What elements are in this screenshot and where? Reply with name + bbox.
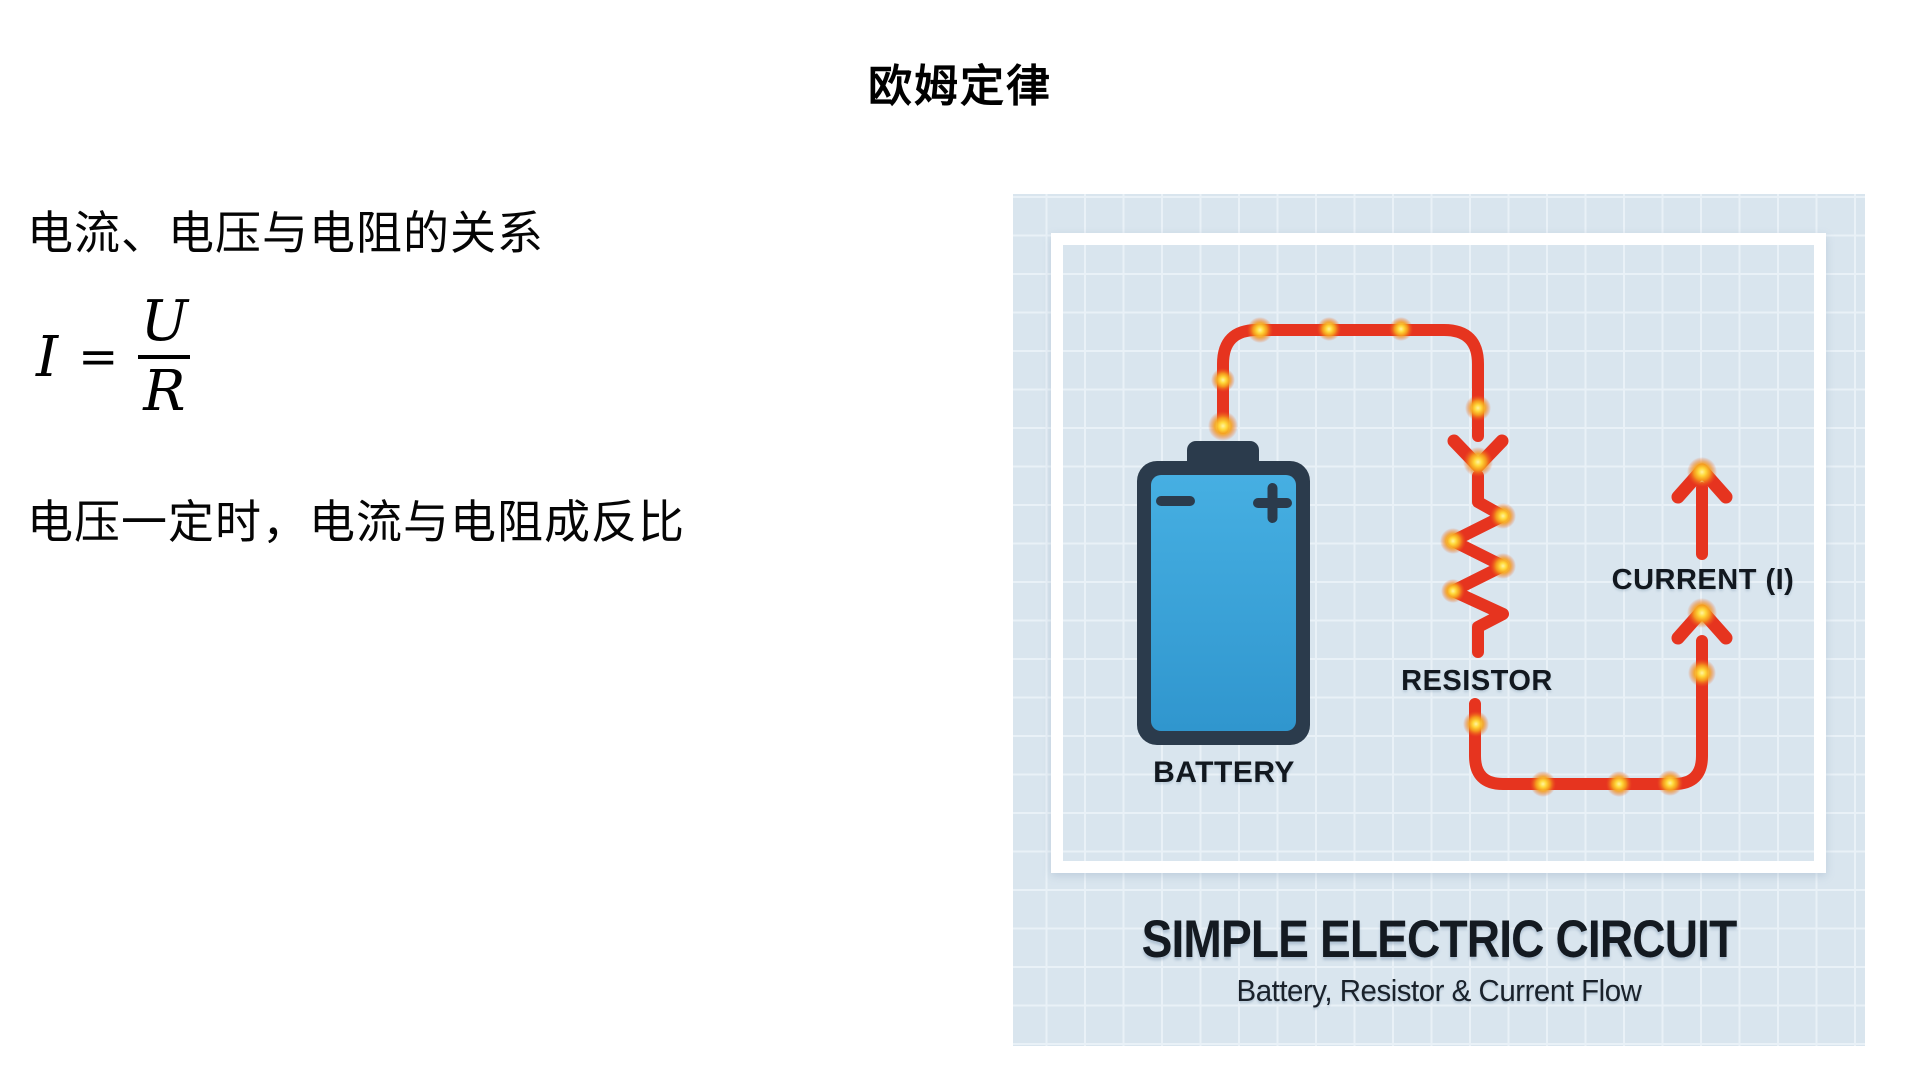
current-label: CURRENT (I): [1611, 564, 1795, 596]
ohms-law-formula: I = U R: [30, 289, 191, 424]
battery-cell: [1151, 475, 1296, 731]
wire-bottom-run: [1469, 635, 1708, 790]
illustration-frame: [1051, 233, 1826, 873]
page-title: 欧姆定律: [868, 62, 1052, 111]
circuit-illustration-card: BATTERY RESISTOR CURRENT (I) SIMPLE ELEC…: [1013, 194, 1865, 1046]
formula-resistance-symbol: R: [143, 359, 186, 424]
current-glow-dots: [1208, 317, 1717, 797]
caption-subtitle: Battery, Resistor & Current Flow: [1236, 973, 1642, 1008]
battery-label: BATTERY: [1153, 756, 1295, 789]
battery-plus-symbol: [1253, 483, 1292, 523]
wire-top-run: [1217, 324, 1484, 442]
formula-voltage-symbol: U: [140, 289, 188, 354]
resistor-label: RESISTOR: [1401, 665, 1553, 697]
formula-equals-sign: =: [78, 329, 119, 385]
formula-current-symbol: I: [36, 324, 59, 390]
intro-text: 电流、电压与电阻的关系: [27, 207, 544, 259]
battery-icon: [1137, 441, 1310, 745]
formula-fraction: U R: [138, 289, 191, 424]
circuit-diagram: [1137, 317, 1733, 797]
caption-title: SIMPLE ELECTRIC CIRCUIT: [1141, 910, 1738, 969]
conclusion-text: 电压一定时，电流与电阻成反比: [27, 496, 685, 548]
fraction-bar: [138, 355, 191, 359]
